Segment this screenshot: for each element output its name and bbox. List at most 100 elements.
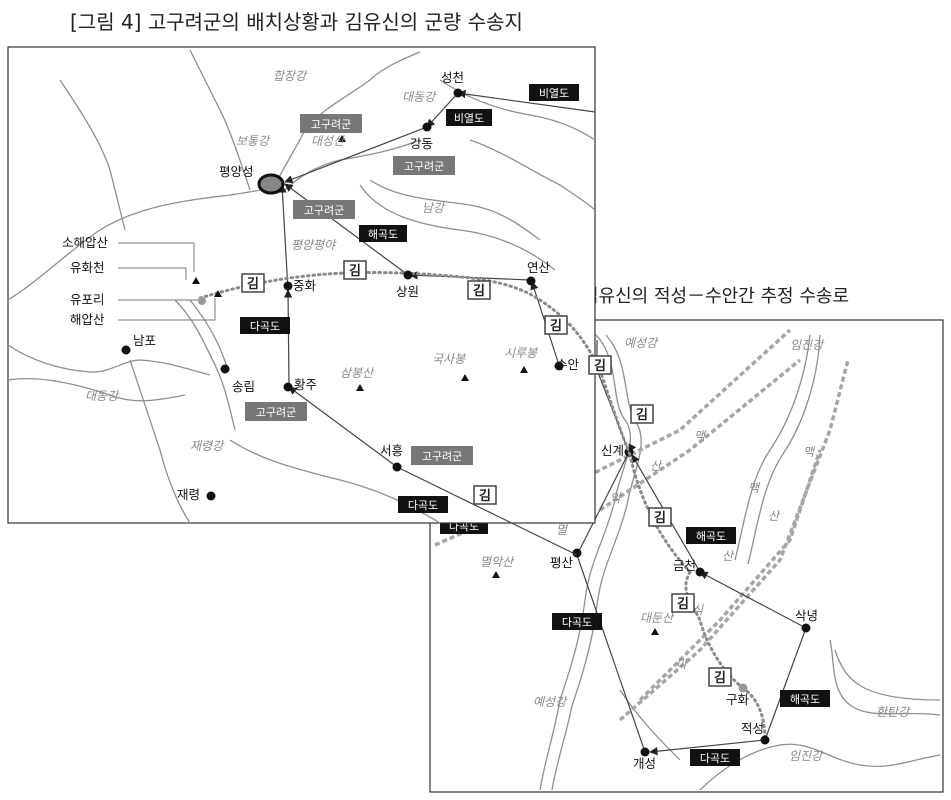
ridge-label-a2: 맥 [694, 429, 707, 443]
guhwa-dot [738, 683, 748, 693]
jeokseong-label: 적성 [741, 721, 764, 736]
nam-river-label: 남강 [422, 201, 446, 215]
guksabong-label: 국사봉 [432, 352, 466, 366]
daedong-river-label-1: 대동강 [402, 90, 437, 104]
kim-box-main-3: 김 [473, 284, 485, 299]
main-rivers [7, 49, 596, 524]
daedunsan-label: 대둔산 [640, 611, 675, 625]
sambongsan-label: 삼봉산 [340, 366, 375, 380]
myeorak-mountain-icon [492, 571, 500, 578]
hapjang-river-label: 합장강 [273, 69, 308, 83]
seoheung-label: 서흥 [380, 443, 403, 458]
guksabong-mountain-icon [461, 374, 469, 381]
jaeryeong-river-label: 재령강 [190, 439, 225, 453]
inset-caption: 김유신의 적성－수안간 추정 수송로 [582, 286, 849, 307]
suan-dot [554, 361, 564, 371]
gangdong-dot [422, 122, 432, 132]
suan-label: 수안 [556, 357, 580, 372]
kim-box-inset-3: 김 [677, 597, 689, 612]
pyeongsan-dot [572, 548, 582, 558]
goguryeo-box-5: 고구려군 [422, 450, 462, 463]
geumcheon-label: 금천 [673, 558, 696, 573]
ridge-label-a3: 악 [610, 491, 623, 505]
junghwa-label: 중화 [293, 278, 317, 293]
hwangju-dot [283, 382, 293, 392]
ridge-label-b3: 식 [692, 603, 704, 617]
kim-box-main-4: 김 [550, 319, 562, 334]
biyeoldo-box-2: 비열도 [454, 112, 484, 125]
jeokseong-dot [760, 735, 770, 745]
kim-box-main-1: 김 [349, 264, 361, 279]
daedong-river-label-2: 대동강 [85, 389, 120, 403]
figure-title: [그림 4] 고구려군의 배치상황과 김유신의 군량 수송지 [70, 10, 523, 34]
haekokdo-box-inset-3: 해곡도 [790, 692, 820, 706]
goguryeo-box-4: 고구려군 [256, 406, 296, 419]
seongcheon-label: 성천 [441, 70, 464, 85]
guhwa-label: 구화 [726, 692, 750, 707]
kim-box-inset-1: 김 [636, 408, 648, 423]
pyeongsan-label: 평산 [550, 555, 574, 570]
main-places: 성천 강동 평양성 상원 연산 수안 중화 황주 송림 남포 재령 서흥 소해압… [62, 69, 580, 502]
imjin-river-label-1: 임진강 [790, 338, 825, 352]
jaeryeong-label: 재령 [177, 487, 200, 502]
yupori-label: 유포리 [70, 292, 105, 307]
goguryeo-box-2: 고구려군 [404, 160, 444, 173]
main-map: 성천 강동 평양성 상원 연산 수안 중화 황주 송림 남포 재령 서흥 소해압… [7, 46, 632, 556]
daeseongsan-mountain-icon [338, 135, 346, 142]
hwangju-label: 황주 [294, 377, 317, 392]
kim-box-main-6: 김 [479, 489, 491, 504]
haekokdo-box-inset-2: 해곡도 [696, 529, 726, 543]
daedunsan-mountain-icon [651, 628, 659, 635]
hantan-river-label: 한탄강 [876, 705, 911, 719]
dabokdo-box-main-1: 다곡도 [250, 320, 280, 333]
ridge-label-c1: 맥 [748, 481, 761, 495]
sanghwa-label: 상원 [396, 284, 419, 299]
saknyeong-label: 삭녕 [795, 608, 818, 623]
goguryeo-box-3: 고구려군 [304, 204, 344, 217]
sirubong-label: 시루봉 [504, 346, 538, 360]
nampo-label: 남포 [133, 333, 156, 348]
junghwa-dot [283, 281, 293, 291]
yupori-dot [198, 297, 206, 305]
dabokdo-box-inset-2: 다곡도 [700, 752, 730, 765]
ridge-label-b2: 산 [768, 509, 781, 523]
kim-box-inset-2: 김 [654, 511, 666, 526]
myeorak-label: 멸악산 [480, 555, 515, 569]
sirubong-mountain-icon [520, 366, 528, 373]
songnim-dot [220, 364, 230, 374]
haeapsan-mountain-icon [214, 290, 222, 297]
inset-places: 신계 평산 금천 삭녕 구화 적성 개성 예성강 임진강 예성강 한탄강 임진강… [480, 336, 911, 771]
dabokdo-box-inset-1: 다곡도 [562, 616, 592, 629]
sambongsan-mountain-icon [356, 384, 364, 391]
kim-box-inset-4: 김 [714, 671, 726, 686]
pyongyang-plain-label: 평양평야 [291, 238, 337, 252]
pyongyang-label: 평양성 [219, 164, 254, 179]
pyongyang-castle-marker [257, 173, 285, 195]
sohaeapsan-label: 소해압산 [62, 235, 109, 250]
kim-box-main-2: 김 [247, 277, 259, 292]
ridge-label-a1: 산 [650, 459, 663, 473]
kim-box-main-5: 김 [594, 359, 606, 374]
seongcheon-dot [453, 88, 463, 98]
singye-label: 신계 [601, 443, 624, 458]
imjin-river-label-2: 임진강 [789, 749, 824, 763]
goguryeo-box-1: 고구려군 [311, 118, 351, 131]
biyeoldo-box-1: 비열도 [539, 87, 569, 100]
sohaeapsan-mountain-icon [192, 277, 200, 284]
yuhwacheon-label: 유화천 [70, 260, 105, 275]
gaeseong-label: 개성 [633, 756, 656, 771]
botong-river-label: 보통강 [236, 134, 271, 148]
haekokdo-box-main: 해곡도 [368, 227, 398, 241]
yeonsan-dot [526, 276, 536, 286]
nampo-dot [121, 345, 131, 355]
ridge-label-a4: 멸 [556, 523, 568, 537]
yeseong-river-label-2: 예성강 [533, 695, 568, 709]
gangdong-label: 강동 [410, 136, 433, 151]
gaeseong-dot [640, 747, 650, 757]
saknyeong-dot [801, 623, 811, 633]
ridge-label-b1: 맥 [803, 445, 816, 459]
dabokdo-box-main-2: 다곡도 [408, 499, 438, 512]
jaeryeong-dot [206, 491, 216, 501]
yeonsan-label: 연산 [527, 260, 551, 275]
